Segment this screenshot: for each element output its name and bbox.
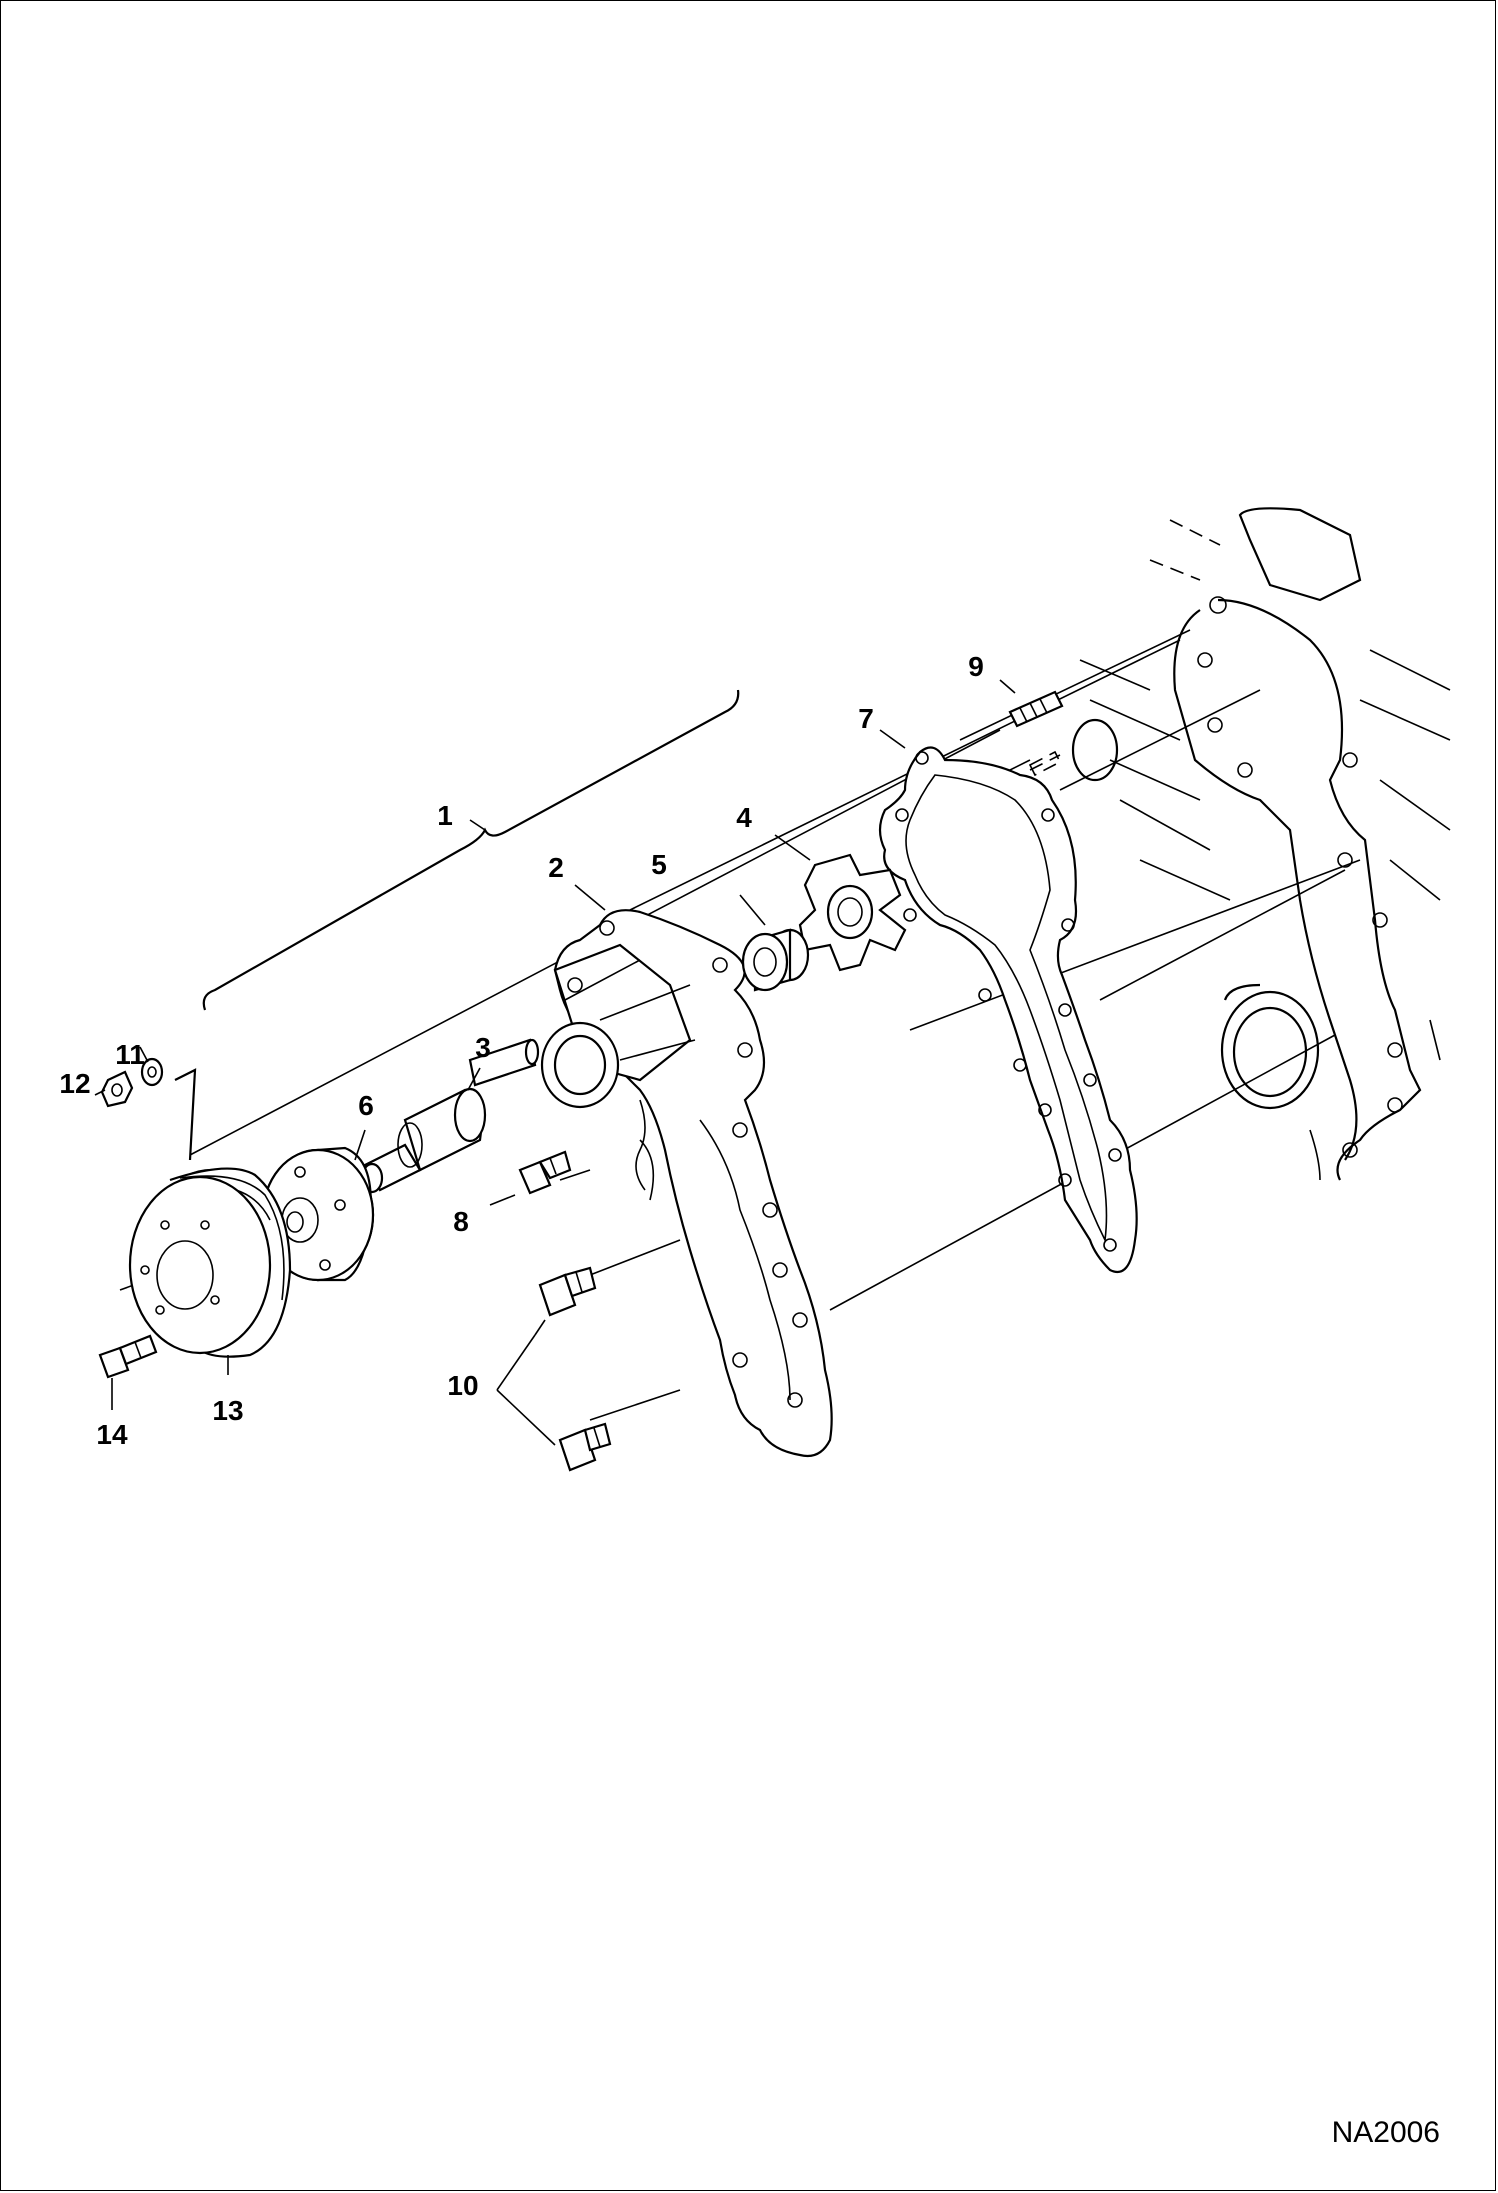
leader-lines [94, 679, 1016, 1446]
bolt-10-lower [558, 1422, 612, 1472]
callout-13: 13 [212, 1395, 243, 1426]
bearing-shaft [360, 1038, 540, 1194]
callout-4: 4 [736, 802, 752, 833]
engine-block [1029, 507, 1451, 1181]
callout-7: 7 [858, 703, 874, 734]
callout-10: 10 [447, 1370, 478, 1401]
callouts: 1 2 3 4 5 6 7 8 9 10 11 12 13 14 [59, 651, 983, 1450]
mechanical-seal [741, 928, 810, 992]
gasket [878, 746, 1138, 1273]
callout-11: 11 [115, 1039, 145, 1070]
bolt-14 [98, 1334, 158, 1379]
callout-3: 3 [475, 1032, 491, 1063]
pulley-flange [261, 1146, 375, 1282]
bolt-10-upper [538, 1266, 597, 1317]
callout-1: 1 [437, 800, 453, 831]
bracket-tail [174, 1068, 197, 1161]
pulley [128, 1167, 292, 1358]
callout-2: 2 [548, 852, 564, 883]
impeller [798, 853, 907, 972]
callout-14: 14 [96, 1419, 128, 1450]
stud [1008, 690, 1064, 777]
drawing-code: NA2006 [1332, 2116, 1440, 2149]
callout-12: 12 [59, 1068, 90, 1099]
callout-9: 9 [968, 651, 984, 682]
washer-11 [140, 1057, 164, 1087]
water-pump-body [540, 909, 833, 1458]
nut-12 [100, 1070, 134, 1108]
callout-8: 8 [453, 1206, 469, 1237]
callout-5: 5 [651, 849, 667, 880]
bolt-8 [518, 1150, 572, 1195]
callout-6: 6 [358, 1090, 374, 1121]
